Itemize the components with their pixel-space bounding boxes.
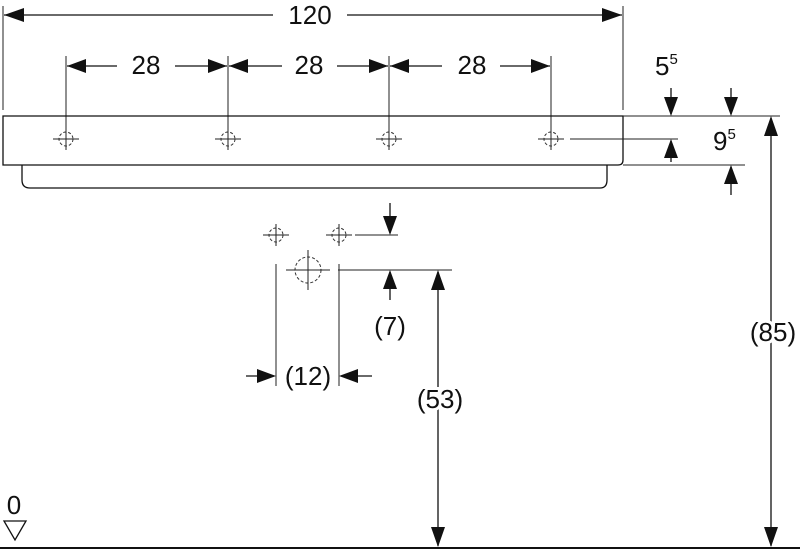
crosshair-icon — [376, 128, 402, 150]
waste-spacing-dimension: (12) — [246, 264, 372, 391]
crosshair-icon — [326, 224, 352, 246]
dashed-circle-crosshair-icon — [286, 250, 330, 290]
overall-width-label: 120 — [288, 0, 331, 30]
floor-line: 0 — [0, 490, 800, 549]
waste-height-dimension: (53) — [414, 270, 466, 547]
thickness-label: 95 — [713, 126, 736, 156]
crosshair-icon — [53, 128, 79, 150]
overall-width-dimension: 120 — [2, 0, 624, 110]
waste-markers — [263, 224, 398, 290]
basin-outline — [2, 115, 624, 189]
hole-spacing-dimensions: 28 28 28 — [65, 50, 552, 130]
waste-height-label: (53) — [417, 384, 463, 414]
hole-spacing-label-1: 28 — [132, 50, 161, 80]
tap-hole-markers — [53, 128, 678, 150]
waste-spacing-label: (12) — [285, 361, 331, 391]
thickness-dimension: 95 — [623, 88, 745, 195]
crosshair-icon — [215, 128, 241, 150]
hole-offset-label: 55 — [655, 51, 678, 81]
arrow-head-left-icon — [4, 8, 24, 22]
crosshair-icon — [263, 224, 289, 246]
total-height-dimension: (85) — [747, 116, 799, 547]
hole-offset-dimension: 55 — [623, 51, 780, 162]
hole-spacing-label-3: 28 — [458, 50, 487, 80]
waste-offset-label: (7) — [374, 311, 406, 341]
level-triangle-icon — [2, 520, 28, 542]
waste-offset-dimension: (7) — [338, 203, 452, 341]
total-height-label: (85) — [750, 317, 796, 347]
arrow-head-right-icon — [602, 8, 622, 22]
hole-spacing-label-2: 28 — [295, 50, 324, 80]
floor-level-label: 0 — [7, 490, 21, 520]
crosshair-icon — [538, 128, 564, 150]
